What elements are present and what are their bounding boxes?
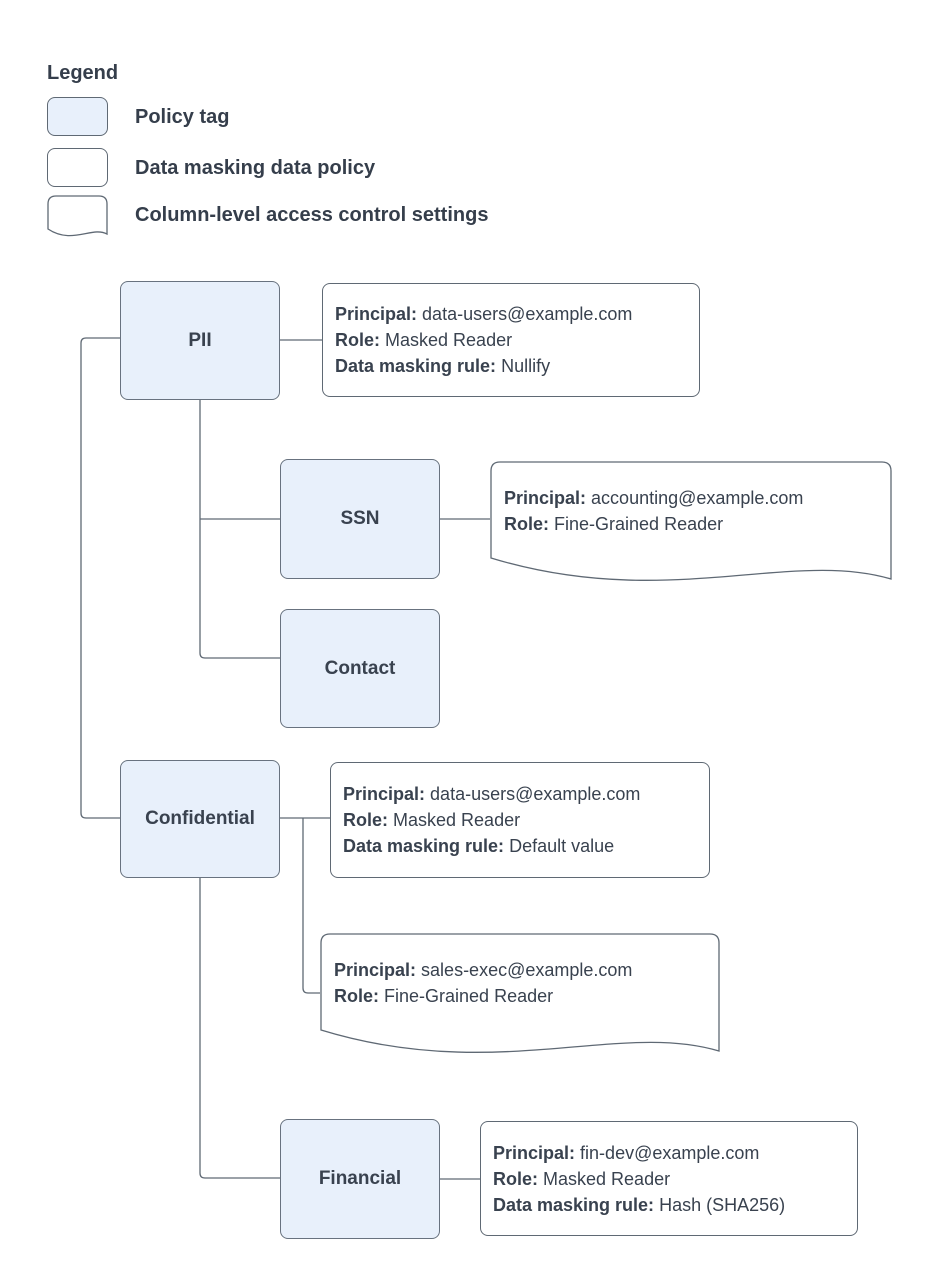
role-line: Role: Masked Reader [493, 1166, 845, 1192]
rule-value: Hash (SHA256) [659, 1194, 786, 1215]
policy-tag-financial-label: Financial [318, 1168, 402, 1189]
role-value: Masked Reader [393, 810, 521, 830]
role-value: Masked Reader [543, 1168, 671, 1189]
access-settings-ssn: Principal: accounting@example.com Role: … [490, 461, 892, 596]
role-field-label: Role: [504, 514, 549, 534]
legend-data-policy-label: Data masking data policy [135, 157, 376, 179]
policy-tag-contact: Contact [280, 609, 440, 728]
policy-tag-confidential-label: Confidential [145, 808, 255, 829]
role-field-label: Role: [334, 986, 379, 1006]
role-line: Role: Fine-Grained Reader [334, 983, 706, 1009]
principal-value: fin-dev@example.com [580, 1142, 760, 1163]
policy-tag-ssn: SSN [280, 459, 440, 579]
policy-tag-financial: Financial [280, 1119, 440, 1239]
principal-field-label: Principal: [493, 1142, 576, 1163]
policy-tag-contact-label: Contact [324, 657, 396, 679]
policy-tag-confidential: Confidential [120, 760, 280, 878]
rule-line: Data masking rule: Default value [343, 833, 697, 859]
legend-title: Legend [47, 62, 119, 84]
principal-field-label: Principal: [334, 960, 417, 980]
legend-document-label: Column-level access control settings [135, 204, 489, 226]
principal-line: Principal: data-users@example.com [335, 301, 687, 327]
rule-line: Data masking rule: Nullify [335, 353, 687, 379]
principal-line: Principal: sales-exec@example.com [334, 957, 706, 983]
principal-value: data-users@example.com [422, 304, 633, 324]
rule-value: Nullify [501, 356, 551, 376]
principal-value: data-users@example.com [430, 784, 641, 804]
role-line: Role: Masked Reader [335, 327, 687, 353]
policy-tag-pii: PII [120, 281, 280, 400]
legend-data-policy-swatch [47, 148, 108, 187]
role-field-label: Role: [493, 1168, 538, 1189]
rule-field-label: Data masking rule: [335, 356, 497, 376]
policy-tag-pii-label: PII [188, 329, 212, 351]
principal-value: sales-exec@example.com [421, 960, 633, 980]
access-settings-content: Principal: accounting@example.com Role: … [490, 461, 892, 537]
access-settings-content: Principal: sales-exec@example.com Role: … [320, 933, 720, 1009]
rule-field-label: Data masking rule: [493, 1194, 655, 1215]
legend-policy-tag-label: Policy tag [135, 106, 230, 128]
principal-field-label: Principal: [504, 488, 587, 508]
role-field-label: Role: [343, 810, 388, 830]
principal-field-label: Principal: [343, 784, 426, 804]
role-value: Fine-Grained Reader [384, 986, 554, 1006]
data-policy-confidential: Principal: data-users@example.com Role: … [330, 762, 710, 878]
legend-document-swatch [47, 195, 108, 240]
principal-line: Principal: accounting@example.com [504, 485, 878, 511]
role-field-label: Role: [335, 330, 380, 350]
principal-line: Principal: fin-dev@example.com [493, 1140, 845, 1166]
legend-policy-tag-swatch [47, 97, 108, 136]
principal-value: accounting@example.com [591, 488, 804, 508]
role-value: Fine-Grained Reader [554, 514, 724, 534]
rule-value: Default value [509, 836, 615, 856]
role-line: Role: Masked Reader [343, 807, 697, 833]
access-settings-confidential: Principal: sales-exec@example.com Role: … [320, 933, 720, 1068]
data-policy-pii: Principal: data-users@example.com Role: … [322, 283, 700, 397]
role-line: Role: Fine-Grained Reader [504, 511, 878, 537]
principal-line: Principal: data-users@example.com [343, 781, 697, 807]
principal-field-label: Principal: [335, 304, 418, 324]
rule-field-label: Data masking rule: [343, 836, 505, 856]
role-value: Masked Reader [385, 330, 513, 350]
data-policy-financial: Principal: fin-dev@example.com Role: Mas… [480, 1121, 858, 1236]
policy-tag-ssn-label: SSN [340, 508, 380, 529]
rule-line: Data masking rule: Hash (SHA256) [493, 1192, 845, 1218]
